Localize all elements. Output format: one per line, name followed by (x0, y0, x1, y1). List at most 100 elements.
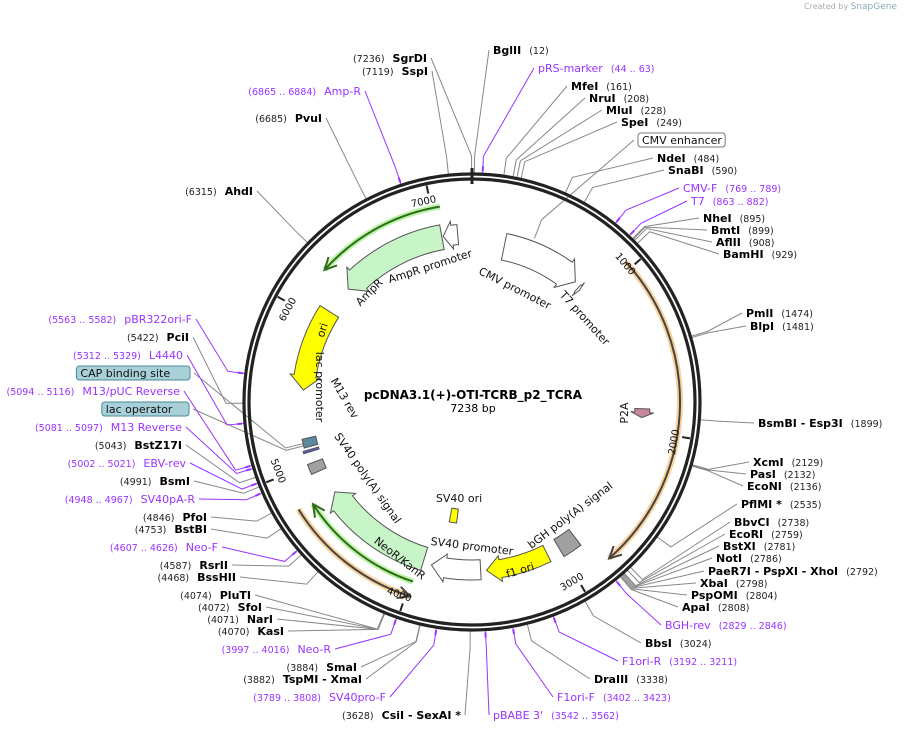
primer-label[interactable]: (5081 .. 5097)M13 Reverse (35, 421, 182, 434)
enzyme-label[interactable]: XcmI(2129) (753, 456, 823, 469)
enzyme-name: ApaI (682, 601, 710, 614)
enzyme-label[interactable]: NotI(2786) (716, 552, 782, 565)
enzyme-label[interactable]: (4070)KasI (218, 625, 284, 638)
leader-line (198, 492, 263, 501)
enzyme-name: SnaBI (668, 164, 704, 177)
leader-line (623, 557, 713, 588)
enzyme-label[interactable]: BbvCI(2738) (734, 516, 809, 529)
site-position: (895) (740, 214, 766, 225)
enzyme-label[interactable]: PmlI(1474) (746, 307, 813, 320)
primer-label[interactable]: CMV-F(769 .. 789) (683, 182, 781, 195)
primer-label[interactable]: (5563 .. 5582)pBR322ori-F (48, 313, 192, 326)
feature-f1-ori[interactable] (485, 544, 552, 583)
primer-label[interactable]: (5312 .. 5329)L4440 (73, 349, 183, 362)
primer-label[interactable]: (6865 .. 6884)Amp-R (248, 85, 361, 98)
feature-sv40-poly-a-signal[interactable] (306, 458, 327, 476)
primer-mark (434, 630, 438, 636)
enzyme-label[interactable]: EcoRI(2759) (729, 528, 803, 541)
enzyme-label[interactable]: BsmBI - Esp3I(1899) (758, 417, 882, 430)
site-position: (3997 .. 4016) (222, 645, 290, 656)
primer-label[interactable]: BGH-rev(2829 .. 2846) (665, 619, 787, 632)
feature-sv40-ori[interactable] (448, 507, 459, 524)
enzyme-label[interactable]: (4071)NarI (207, 613, 273, 626)
primer-label[interactable]: (3997 .. 4016)Neo-R (222, 643, 332, 656)
feature-cmv-promoter[interactable] (500, 232, 576, 289)
leader-line (632, 217, 700, 240)
enzyme-label[interactable]: (4991)BsmI (120, 475, 190, 488)
feature-ampr[interactable] (346, 224, 445, 292)
enzyme-label[interactable]: (6685)PvuI (255, 112, 322, 125)
primer-label[interactable]: pBABE 3'(3542 .. 3562) (493, 709, 619, 722)
feature-sv40-promoter[interactable] (430, 552, 482, 583)
enzyme-label[interactable]: PasI(2132) (750, 468, 815, 481)
enzyme-label[interactable]: (4587)RsrII (160, 559, 228, 572)
primer-label[interactable]: (4948 .. 4967)SV40pA-R (65, 493, 196, 506)
enzyme-label[interactable]: (3628)CsiI - SexAI * (342, 709, 461, 722)
enzyme-label[interactable]: MluI(228) (606, 104, 666, 117)
enzyme-name: NotI (716, 552, 742, 565)
enzyme-name: NheI (703, 212, 732, 225)
enzyme-label[interactable]: NheI (895) (703, 212, 765, 225)
enzyme-label[interactable]: BglII(12) (493, 44, 549, 57)
leader-line (221, 546, 298, 562)
enzyme-label[interactable]: SnaBI(590) (668, 164, 737, 177)
enzyme-label[interactable]: (5043)BstZ17I (95, 439, 182, 452)
primer-label[interactable]: T7(863 .. 882) (690, 195, 768, 208)
leader-line (614, 187, 680, 224)
primer-label[interactable]: (5094 .. 5116)M13/pUC Reverse (7, 385, 181, 398)
leader-line (192, 408, 306, 451)
primer-mark (397, 177, 402, 183)
primer-mark (552, 617, 557, 624)
enzyme-label[interactable]: (6315)AhdI (185, 185, 253, 198)
enzyme-label[interactable]: ApaI(2808) (682, 601, 750, 614)
feature-ori[interactable] (288, 304, 340, 391)
enzyme-label[interactable]: AflII(908) (716, 236, 774, 249)
enzyme-label[interactable]: BbsI(3024) (645, 637, 712, 650)
leader-line (520, 121, 618, 179)
enzyme-label[interactable]: (4846)PfoI (143, 511, 207, 524)
feature-ampr-promoter[interactable] (442, 219, 460, 251)
enzyme-label[interactable]: SpeI(249) (621, 116, 682, 129)
leader-line (630, 521, 731, 581)
primer-label[interactable]: (4607 .. 4626)Neo-F (110, 541, 218, 554)
enzyme-label[interactable]: BstXI(2781) (723, 540, 795, 553)
enzyme-label[interactable]: (3882)TspMI - XmaI (243, 673, 362, 686)
primer-label[interactable]: (3789 .. 3808)SV40pro-F (253, 691, 386, 704)
feature-bgh-poly-a-signal[interactable] (553, 528, 582, 558)
primer-label[interactable]: F1ori-F(3402 .. 3423) (557, 691, 671, 704)
feature-label: lac operator (106, 403, 173, 416)
enzyme-label[interactable]: (7119)SspI (362, 65, 428, 78)
primer-label[interactable]: F1ori-R(3192 .. 3211) (622, 655, 737, 668)
enzyme-label[interactable]: (4753)BstBI (135, 523, 207, 536)
enzyme-label[interactable]: (4468)BssHII (158, 571, 236, 584)
primer-label[interactable]: (5002 .. 5021)EBV-rev (68, 457, 187, 470)
leader-line (692, 461, 750, 470)
site-position: (228) (641, 106, 667, 117)
feature-neor-kanr[interactable] (329, 491, 429, 571)
enzyme-label[interactable]: BmtI(899) (711, 224, 774, 237)
enzyme-label[interactable]: (4072)SfoI (198, 601, 262, 614)
arrowhead-icon (311, 502, 326, 518)
enzyme-label[interactable]: NruI(208) (589, 92, 649, 105)
enzyme-label[interactable]: (4074)PluTI (180, 589, 251, 602)
leader-line (430, 57, 473, 174)
enzyme-label[interactable]: BlpI(1481) (750, 320, 814, 333)
enzyme-label[interactable]: PflMI *(2535) (741, 498, 821, 511)
feature-p2a[interactable] (630, 407, 654, 419)
enzyme-label[interactable]: DraIII(3338) (594, 673, 668, 686)
primer-label[interactable]: pRS-marker(44 .. 63) (538, 62, 655, 75)
enzyme-label[interactable]: NdeI(484) (657, 152, 719, 165)
enzyme-label[interactable]: (3884)SmaI (287, 661, 358, 674)
enzyme-label[interactable]: (7236)SgrDI (353, 52, 427, 65)
enzyme-label[interactable]: MfeI(161) (571, 80, 632, 93)
feature-t7-promoter[interactable] (571, 282, 585, 297)
feature-m13-rev[interactable] (302, 446, 320, 455)
enzyme-name: PflMI * (741, 498, 782, 511)
enzyme-label[interactable]: PspOMI(2804) (691, 589, 777, 602)
enzyme-label[interactable]: XbaI(2798) (700, 577, 767, 590)
feature-lac-promoter[interactable] (301, 435, 319, 449)
enzyme-label[interactable]: (5422)PciI (127, 331, 189, 344)
enzyme-label[interactable]: PaeR7I - PspXI - XhoI(2792) (708, 565, 878, 578)
enzyme-label[interactable]: BamHI(929) (723, 248, 797, 261)
enzyme-label[interactable]: EcoNI(2136) (747, 480, 821, 493)
